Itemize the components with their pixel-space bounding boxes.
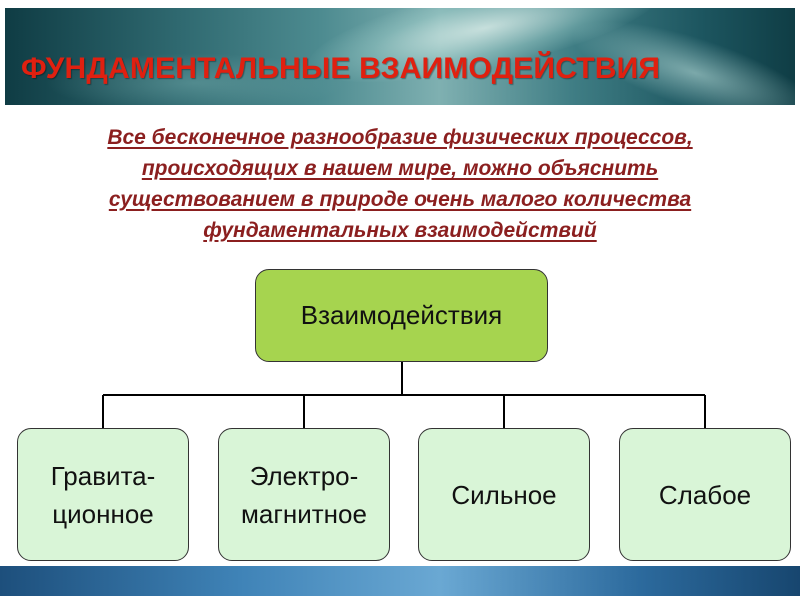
intro-line-4: фундаментальных взаимодействий [203,219,597,242]
gravitational-box: Гравита- ционное [17,428,189,561]
child-label: Электро- магнитное [241,457,367,533]
intro-line-3: существованием в природе очень малого ко… [108,188,692,211]
child-label-line-2: ционное [52,498,154,529]
page-title: ФУНДАМЕНТАЛЬНЫЕ ВЗАИМОДЕЙСТВИЯ [21,52,661,85]
root-label: Взаимодействия [300,300,503,330]
child-label: Гравита- ционное [51,457,156,533]
intro-line-1: Все бесконечное разнообразие физических … [107,126,693,149]
banner-light-streak [45,53,345,105]
child-label-line-1: Электро- [249,460,359,491]
strong-box: Сильное [418,428,590,561]
child-label: Слабое [658,479,752,510]
intro-line-2: происходящих в нашем мире, можно объясни… [141,157,659,180]
weak-box: Слабое [619,428,791,561]
intro-text: Все бесконечное разнообразие физических … [10,122,790,246]
child-label-line-1: Гравита- [50,460,156,491]
child-label: Сильное [451,479,557,510]
electromagnetic-box: Электро- магнитное [218,428,390,561]
title-banner: ФУНДАМЕНТАЛЬНЫЕ ВЗАИМОДЕЙСТВИЯ [5,8,795,105]
footer-bar [0,566,800,596]
interactions-root-box: Взаимодействия [255,269,548,362]
child-label-line-2: магнитное [241,498,367,529]
